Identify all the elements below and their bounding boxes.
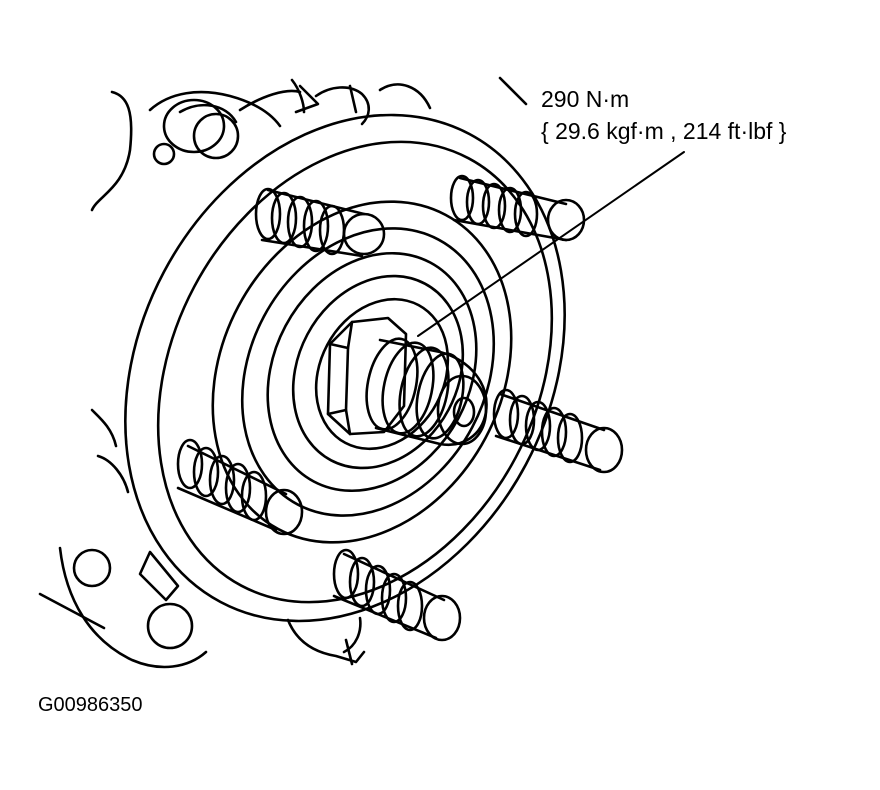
torque-value-nm: 290 N·m bbox=[541, 86, 630, 112]
wheel-stud-lower bbox=[332, 548, 462, 642]
knuckle-housing bbox=[38, 76, 528, 669]
wheel-stud-right bbox=[492, 388, 624, 474]
hub-flange bbox=[124, 113, 566, 623]
knuckle-bolts bbox=[72, 98, 240, 650]
wheel-stud-lower-left bbox=[176, 438, 304, 536]
axle-nut bbox=[326, 316, 408, 436]
figure-id: G00986350 bbox=[38, 694, 143, 716]
axle-shaft bbox=[365, 337, 488, 447]
wheel-stud-upper-left bbox=[254, 187, 386, 258]
leader-line bbox=[417, 151, 685, 337]
torque-value-conversions: { 29.6 kgf·m , 214 ft·lbf } bbox=[541, 118, 787, 144]
wheel-stud-upper-right bbox=[449, 174, 586, 242]
